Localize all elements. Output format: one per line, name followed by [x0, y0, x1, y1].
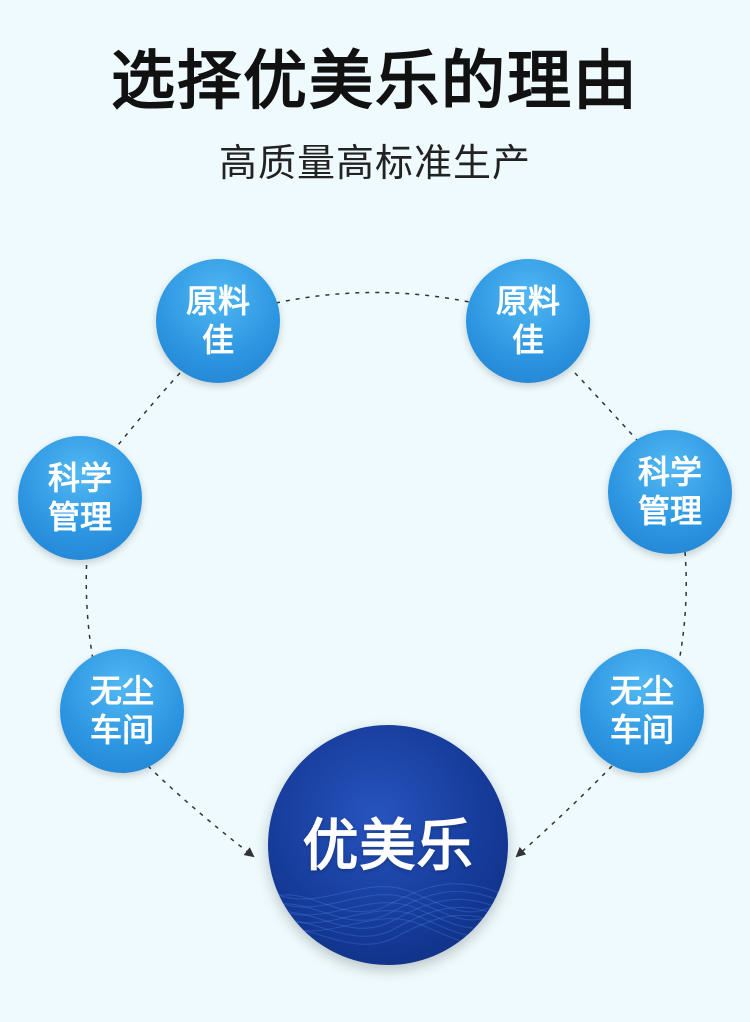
right-lower-arrow-line: [515, 765, 613, 858]
raw-material-node-right-line-1: 原料: [495, 281, 560, 320]
scientific-management-node-left: 科学 管理: [18, 436, 142, 560]
brand-name: 优美乐: [302, 814, 474, 879]
page-title: 选择优美乐的理由: [111, 45, 639, 119]
scientific-management-node-right: 科学 管理: [608, 430, 732, 554]
dust-free-workshop-node-right-line-2: 车间: [609, 711, 674, 749]
raw-material-node-left-line-2: 佳: [201, 321, 234, 359]
dust-free-workshop-node-right: 无尘 车间: [580, 649, 704, 773]
raw-material-node-right-line-2: 佳: [511, 321, 544, 359]
top-connector-line: [275, 291, 475, 304]
dust-free-workshop-node-left-line-1: 无尘: [89, 671, 154, 710]
scientific-management-node-right-line-1: 科学: [637, 452, 702, 491]
dust-free-workshop-node-left-line-2: 车间: [89, 711, 154, 749]
raw-material-node-left: 原料 佳: [156, 259, 280, 383]
dust-free-workshop-node-right-line-1: 无尘: [609, 671, 674, 710]
right-upper-connector-line: [574, 372, 647, 451]
scientific-management-node-right-line-2: 管理: [637, 492, 702, 530]
left-middle-connector-line: [85, 554, 94, 661]
brand-wave-pattern: [268, 883, 508, 945]
left-upper-connector-line: [106, 372, 181, 460]
brand-center-node: 优美乐: [268, 725, 508, 965]
right-middle-connector-line: [679, 551, 687, 657]
page-subtitle: 高质量高标准生产: [218, 141, 531, 185]
raw-material-node-right: 原料 佳: [466, 259, 590, 383]
scientific-management-node-left-line-2: 管理: [47, 498, 112, 536]
raw-material-node-left-line-1: 原料: [185, 281, 250, 320]
scientific-management-node-left-line-1: 科学: [47, 458, 112, 497]
dust-free-workshop-node-left: 无尘 车间: [60, 649, 184, 773]
left-lower-arrow-line: [147, 765, 255, 858]
